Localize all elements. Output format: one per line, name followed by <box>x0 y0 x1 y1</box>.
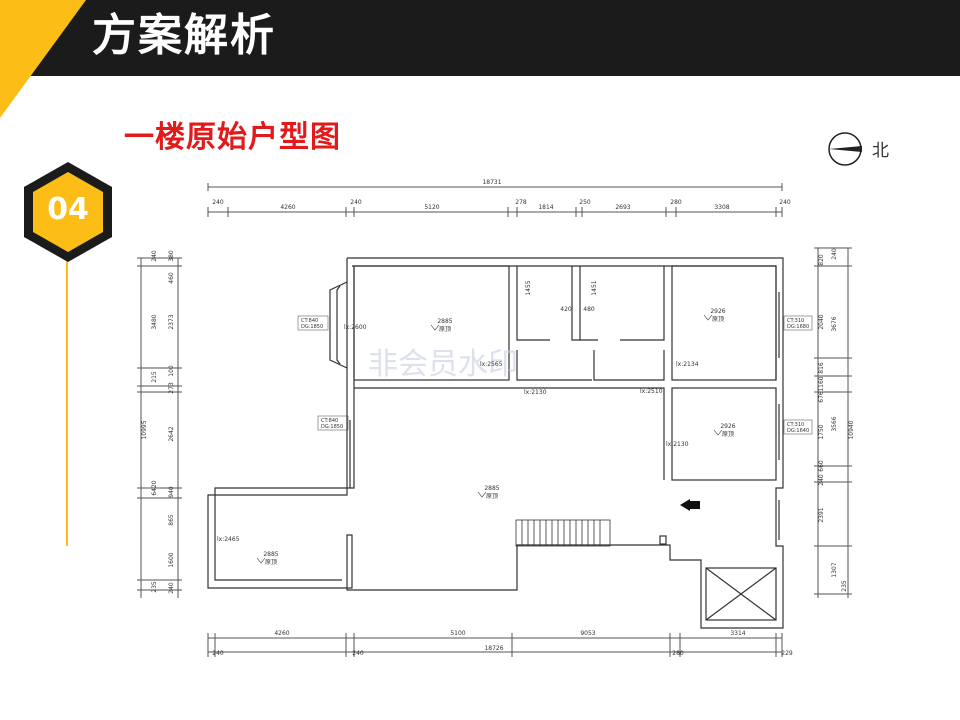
dim-left-inner: 380 <box>168 250 175 262</box>
entrance-arrow-tail <box>690 501 700 509</box>
dim-top-total: 18731 <box>482 179 501 186</box>
dim-right-outer: 240 <box>831 248 838 260</box>
window-label: DG:1850 <box>301 324 323 330</box>
small-dim: 480 <box>583 306 595 313</box>
dim-left-total: 10995 <box>141 420 148 439</box>
opening-label: lx:2130 <box>666 441 689 448</box>
window-label: CT:840 <box>301 318 318 324</box>
dim-top-seg: 1814 <box>538 204 553 211</box>
small-dim: 1451 <box>591 280 598 295</box>
dim-bottom-lower: 18726 <box>484 645 503 652</box>
opening-label: lx:2465 <box>217 536 240 543</box>
dim-left-inner: 2642 <box>168 426 175 441</box>
dim-left-outer: 215 <box>151 371 158 383</box>
walls <box>207 257 784 629</box>
dim-top-seg: 250 <box>579 199 591 206</box>
dim-right-inner: 816 <box>818 362 825 374</box>
opening-label: lx:2600 <box>344 324 367 331</box>
dim-right-outer: 3566 <box>831 416 838 431</box>
dim-bottom-upper: 5100 <box>450 630 465 637</box>
dim-left-outer: 3480 <box>151 314 158 329</box>
window-label: DG:1640 <box>787 428 809 434</box>
room-label: 原顶 <box>439 326 451 333</box>
room-height: 2885 <box>437 318 452 325</box>
dim-left-outer: 6420 <box>151 480 158 495</box>
dim-left-inner: 865 <box>168 514 175 526</box>
badge-number: 04 <box>47 192 89 227</box>
staircase <box>515 519 611 547</box>
dimension-lines <box>140 186 849 653</box>
dim-right-inner: 1750 <box>818 424 825 439</box>
dim-left-inner: 1600 <box>168 552 175 567</box>
dim-left-inner: 240 <box>168 582 175 594</box>
window-label: DG:1850 <box>321 424 343 430</box>
dim-right-outer: 1307 <box>831 562 838 577</box>
dim-top-seg: 280 <box>670 199 682 206</box>
dim-bottom-upper: 4260 <box>274 630 289 637</box>
dim-right-inner: 2040 <box>818 314 825 329</box>
height-markers <box>256 314 723 564</box>
room-label: 原顶 <box>265 559 277 566</box>
room-label: 原顶 <box>712 316 724 323</box>
room-height: 2926 <box>710 308 725 315</box>
dim-left-outer: 235 <box>151 581 158 593</box>
dim-bottom-lower: 240 <box>352 650 364 657</box>
dim-bottom-lower: 280 <box>672 650 684 657</box>
dim-left-inner: 460 <box>168 272 175 284</box>
dim-left-inner: 2373 <box>168 314 175 329</box>
small-dim: 1455 <box>525 280 532 295</box>
dim-right-outer: 3676 <box>831 316 838 331</box>
dim-right-total: 10940 <box>848 420 855 439</box>
room-height: 2885 <box>484 485 499 492</box>
opening-label: lx:2130 <box>524 389 547 396</box>
watermark-text: 非会员水印 <box>368 347 518 382</box>
accent-vertical-line <box>66 256 68 546</box>
dim-top-seg: 278 <box>515 199 527 206</box>
opening-label: lx:2565 <box>480 361 503 368</box>
opening-label: lx:2134 <box>676 361 699 368</box>
dim-right-inner: 820 <box>818 254 825 266</box>
dim-bottom-upper: 9053 <box>580 630 595 637</box>
dim-bottom-upper: 3314 <box>730 630 745 637</box>
small-dim: 420 <box>560 306 572 313</box>
dim-right-inner: 676 <box>818 391 825 403</box>
dim-right-inner: 2391 <box>818 507 825 522</box>
header-accent-triangle <box>0 0 86 118</box>
room-height: 2885 <box>263 551 278 558</box>
dim-left-inner: 940 <box>168 486 175 498</box>
dim-top-seg: 240 <box>779 199 791 206</box>
dim-top-seg: 240 <box>350 199 362 206</box>
window-label: CT:840 <box>321 418 338 424</box>
dim-top-seg: 4260 <box>280 204 295 211</box>
room-height: 2926 <box>720 423 735 430</box>
dim-left-inner: 273 <box>168 382 175 394</box>
dim-top-seg: 3308 <box>714 204 729 211</box>
dim-right-inner: 240 <box>818 474 825 486</box>
window-label: CT:310 <box>787 318 804 324</box>
section-subtitle: 一楼原始户型图 <box>124 120 341 155</box>
compass-icon <box>828 132 862 166</box>
room-label: 原顶 <box>486 493 498 500</box>
dim-left-inner: 100 <box>168 365 175 377</box>
page-title: 方案解析 <box>92 10 276 61</box>
entrance-arrow-icon <box>680 499 690 511</box>
dim-top-seg: 240 <box>212 199 224 206</box>
compass-label: 北 <box>872 141 889 161</box>
header-bar <box>0 0 960 76</box>
dim-left-outer: 240 <box>151 250 158 262</box>
window-label: DG:1680 <box>787 324 809 330</box>
window-label: CT:310 <box>787 422 804 428</box>
hexagon-badge-icon <box>24 162 112 262</box>
opening-label: lx:2510 <box>640 388 663 395</box>
dim-top-seg: 2693 <box>615 204 630 211</box>
dim-bottom-lower: 240 <box>212 650 224 657</box>
dim-bottom-lower: 229 <box>781 650 793 657</box>
dim-right-inner: 660 <box>818 460 825 472</box>
room-label: 原顶 <box>722 431 734 438</box>
dim-right-inner: 1160 <box>818 376 825 391</box>
dim-top-seg: 5120 <box>424 204 439 211</box>
dim-right-tail: 235 <box>841 580 848 592</box>
